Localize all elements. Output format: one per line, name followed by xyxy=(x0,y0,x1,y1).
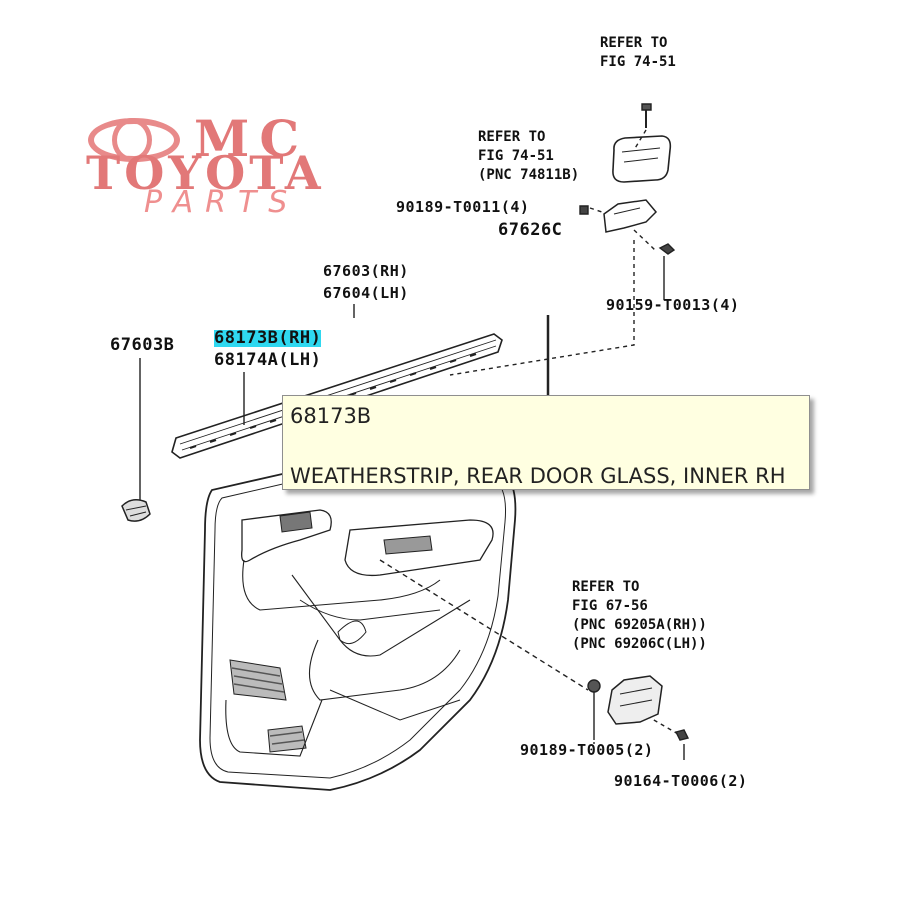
part-label-90164-t0006[interactable]: 90164-T0006(2) xyxy=(614,772,748,790)
part-label-90189-t0011[interactable]: 90189-T0011(4) xyxy=(396,198,530,216)
part-label-67626c[interactable]: 67626C xyxy=(498,220,563,240)
watermark-line3: PARTS xyxy=(144,185,300,220)
watermark-line2: TOYOTA xyxy=(86,146,325,200)
part-label-68174a-lh[interactable]: 68174A(LH) xyxy=(214,350,322,370)
part-label-68173b-rh-highlighted[interactable]: 68173B(RH) xyxy=(214,328,322,348)
part-tooltip: 68173B WEATHERSTRIP, REAR DOOR GLASS, IN… xyxy=(282,395,810,490)
part-label-90189-t0005[interactable]: 90189-T0005(2) xyxy=(520,741,654,759)
tooltip-description: WEATHERSTRIP, REAR DOOR GLASS, INNER RH xyxy=(290,464,786,488)
part-label-67603b[interactable]: 67603B xyxy=(110,335,175,355)
part-label-67603-rh[interactable]: 67603(RH) xyxy=(323,262,409,280)
part-label-67604-lh[interactable]: 67604(LH) xyxy=(323,284,409,302)
omc-toyota-parts-watermark: MC TOYOTA PARTS xyxy=(86,112,431,222)
watermark-line1: MC xyxy=(194,109,310,168)
tooltip-part-number: 68173B xyxy=(290,404,372,428)
part-label-90159-t0013[interactable]: 90159-T0013(4) xyxy=(606,296,740,314)
